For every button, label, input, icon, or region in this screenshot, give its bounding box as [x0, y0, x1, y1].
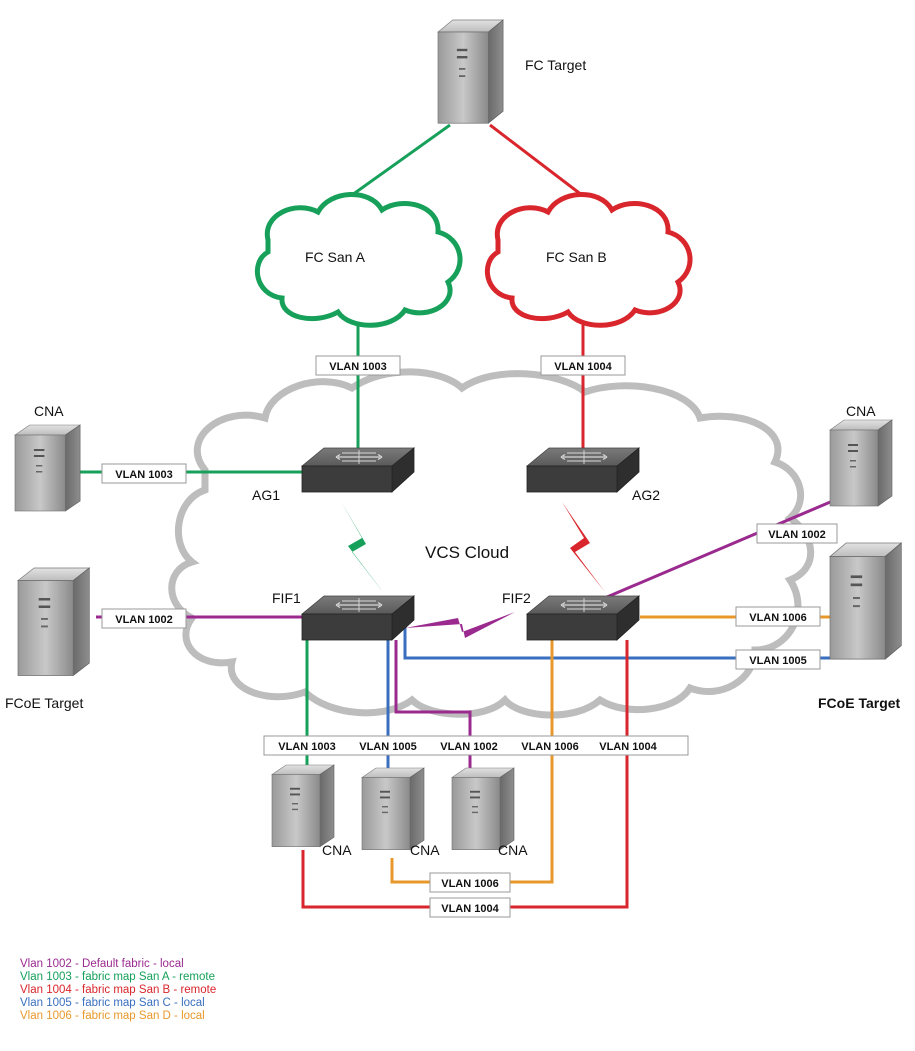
ag2-switch-icon	[526, 447, 640, 493]
cna-bottom-2-server-icon	[361, 767, 425, 851]
label-fif1: FIF1	[272, 590, 301, 606]
vlan-label-fcoe-left: VLAN 1002	[115, 614, 172, 626]
fcoe-target-left-server-icon	[17, 567, 90, 677]
fc-target-server-icon	[437, 19, 504, 124]
label-cna-bottom-1: CNA	[322, 842, 352, 858]
label-fc-san-b: FC San B	[546, 249, 607, 265]
link-fif1-fcoe-right-1005	[403, 625, 830, 660]
label-cna-bottom-3: CNA	[498, 842, 528, 858]
vlan-label-san-a-uplink: VLAN 1003	[329, 361, 386, 373]
fif1-switch-icon	[301, 595, 415, 641]
fif2-switch-icon	[526, 595, 640, 641]
lightning-link-ag1-fif1	[340, 500, 383, 592]
cna-bottom-3-server-icon	[451, 767, 515, 851]
label-ag1: AG1	[252, 487, 280, 503]
legend-item-vlan-1004: Vlan 1004 - fabric map San B - remote	[20, 984, 217, 996]
cna-right-server-icon	[829, 419, 893, 507]
label-vcs-cloud: VCS Cloud	[425, 543, 509, 562]
vlan-legend: Vlan 1002 - Default fabric - local Vlan …	[20, 958, 216, 1023]
fcoe-target-right-server-icon	[829, 542, 902, 660]
link-fc-target-san-a	[344, 123, 451, 202]
label-fif2: FIF2	[502, 590, 531, 606]
label-fcoe-target-left: FCoE Target	[5, 695, 83, 711]
vlan-labels: VLAN 1003 VLAN 1004 VLAN 1003 VLAN 1002 …	[101, 355, 838, 918]
vlan-label-fcoe-right-1006: VLAN 1006	[749, 612, 806, 624]
label-cna-left: CNA	[34, 403, 64, 419]
fc-san-a-cloud	[254, 192, 463, 328]
legend-item-vlan-1005: Vlan 1005 - fabric map San C - local	[20, 997, 205, 1009]
label-fc-target: FC Target	[525, 57, 586, 73]
node-labels: FC Target FC San A FC San B VCS Cloud AG…	[5, 57, 901, 858]
ag1-switch-icon	[301, 447, 415, 493]
vlan-label-cna-loop-1004: VLAN 1004	[441, 903, 499, 915]
lightning-link-fif1-fif2	[405, 612, 515, 638]
vlan-label-san-b-uplink: VLAN 1004	[554, 361, 612, 373]
link-fc-target-san-b	[489, 123, 596, 207]
vlan-label-bottom-1004: VLAN 1004	[599, 741, 657, 753]
cna-left-server-icon	[14, 424, 81, 512]
label-fc-san-a: FC San A	[305, 249, 366, 265]
label-cna-right: CNA	[846, 403, 876, 419]
vlan-label-bottom-1003: VLAN 1003	[278, 741, 335, 753]
legend-item-vlan-1006: Vlan 1006 - fabric map San D - local	[20, 1010, 205, 1022]
vlan-label-bottom-1006: VLAN 1006	[521, 741, 578, 753]
vlan-label-cna-loop-1006: VLAN 1006	[441, 878, 498, 890]
label-ag2: AG2	[632, 487, 660, 503]
label-fcoe-target-right: FCoE Target	[818, 695, 901, 711]
cna-bottom-1-server-icon	[271, 764, 335, 848]
legend-item-vlan-1002: Vlan 1002 - Default fabric - local	[20, 958, 184, 970]
label-cna-bottom-2: CNA	[410, 842, 440, 858]
legend-item-vlan-1003: Vlan 1003 - fabric map San A - remote	[20, 971, 215, 983]
vlan-label-bottom-1005: VLAN 1005	[359, 741, 416, 753]
vlan-label-cna-left: VLAN 1003	[115, 469, 172, 481]
link-cna-right-fif2	[599, 498, 836, 602]
vlan-label-fcoe-right-1005: VLAN 1005	[749, 655, 806, 667]
vlan-label-bottom-1002: VLAN 1002	[440, 741, 497, 753]
vlan-label-cna-right: VLAN 1002	[768, 529, 825, 541]
fc-san-b-cloud	[484, 192, 693, 328]
